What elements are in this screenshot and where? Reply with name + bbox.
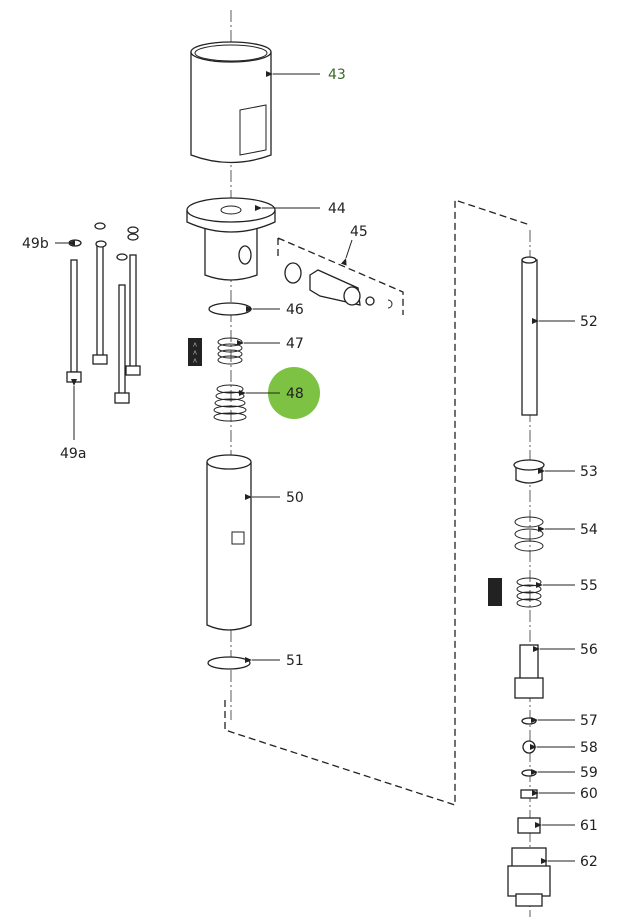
label-50[interactable]: 50	[286, 490, 304, 506]
label-61[interactable]: 61	[580, 818, 598, 834]
svg-text:^: ^	[193, 349, 197, 358]
part-46-o-ring[interactable]	[208, 302, 252, 316]
label-59[interactable]: 59	[580, 765, 598, 781]
part-51-o-ring[interactable]	[207, 656, 251, 670]
part-45-valve-group[interactable]	[277, 237, 404, 315]
svg-text:^: ^	[193, 357, 197, 366]
label-48[interactable]: 48	[286, 386, 304, 402]
part-61-bushing[interactable]	[517, 817, 541, 834]
label-49a[interactable]: 49a	[60, 446, 86, 462]
part-47-spring[interactable]: ^ ^ ^	[188, 337, 243, 366]
label-52[interactable]: 52	[580, 314, 598, 330]
label-46[interactable]: 46	[286, 302, 304, 318]
part-50-tube[interactable]	[206, 454, 252, 631]
part-57-ring[interactable]	[521, 717, 537, 725]
part-59-ring[interactable]	[521, 769, 537, 777]
part-49a-rods[interactable]	[66, 241, 141, 404]
part-58-ball[interactable]	[522, 740, 536, 754]
part-54-spring[interactable]	[514, 516, 544, 552]
highlight-marker-48[interactable]	[268, 367, 320, 419]
part-55-spring[interactable]	[488, 577, 542, 608]
label-51[interactable]: 51	[286, 653, 304, 669]
label-47[interactable]: 47	[286, 336, 304, 352]
label-45[interactable]: 45	[350, 224, 368, 240]
part-62-nozzle[interactable]	[507, 847, 551, 907]
part-60-seal[interactable]	[520, 789, 538, 799]
label-60[interactable]: 60	[580, 786, 598, 802]
label-58[interactable]: 58	[580, 740, 598, 756]
label-55[interactable]: 55	[580, 578, 598, 594]
svg-text:^: ^	[193, 341, 197, 350]
part-52-shaft[interactable]	[521, 256, 538, 416]
part-43-sleeve[interactable]	[190, 41, 272, 164]
label-57[interactable]: 57	[580, 713, 598, 729]
label-54[interactable]: 54	[580, 522, 598, 538]
part-48-conical-spring[interactable]	[213, 384, 247, 422]
part-49b-washers[interactable]	[68, 222, 139, 261]
part-53-bushing[interactable]	[513, 459, 545, 484]
label-62[interactable]: 62	[580, 854, 598, 870]
label-43[interactable]: 43	[328, 67, 346, 83]
label-49b[interactable]: 49b	[22, 236, 49, 252]
label-53[interactable]: 53	[580, 464, 598, 480]
label-56[interactable]: 56	[580, 642, 598, 658]
part-44-head[interactable]	[186, 197, 276, 281]
label-44[interactable]: 44	[328, 201, 346, 217]
part-56-piston[interactable]	[514, 644, 544, 699]
